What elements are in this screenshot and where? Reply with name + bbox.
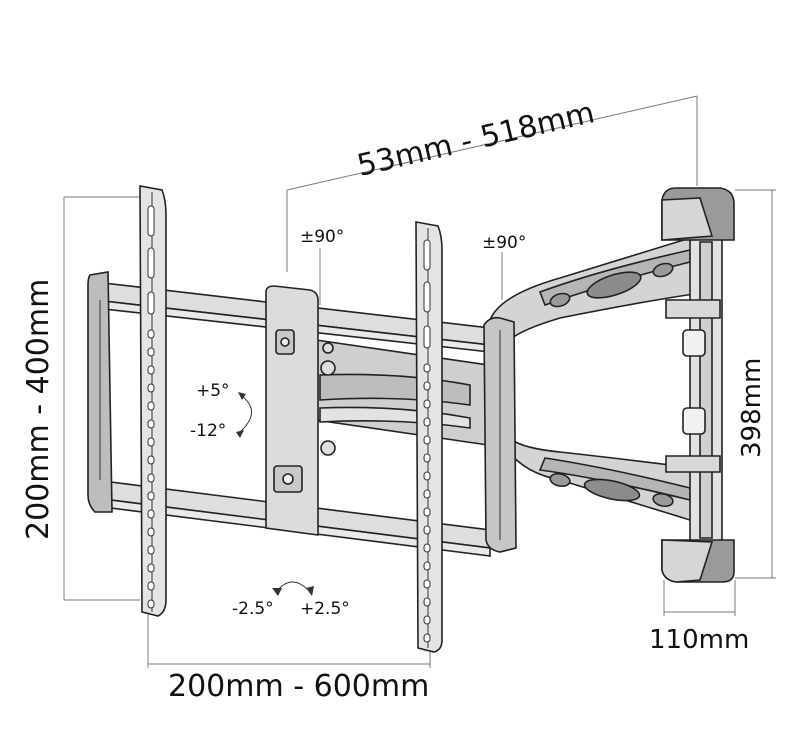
rail-hole [147, 455, 155, 465]
rail-hole [147, 527, 155, 537]
rail-hole [147, 329, 155, 339]
rail-slot [423, 239, 431, 271]
rail-hole [423, 615, 431, 625]
rail-hole [147, 599, 155, 609]
left-vesa-rail [139, 185, 167, 617]
rail-slot [147, 205, 155, 237]
tilt-plate [265, 285, 319, 536]
rotate-right-label: +2.5° [300, 599, 350, 619]
rail-hole [147, 437, 155, 447]
rail-hole [147, 473, 155, 483]
rail-hole [147, 563, 155, 573]
rail-hole [147, 401, 155, 411]
rotate-left-label: -2.5° [232, 599, 274, 619]
rail-hole [423, 543, 431, 553]
wall-plate [661, 187, 735, 583]
rail-hole [147, 383, 155, 393]
rail-hole [423, 633, 431, 643]
tilt-up-label: +5° [196, 381, 230, 401]
rail-hole [423, 381, 431, 391]
swivel-right-label: ±90° [482, 233, 526, 253]
tilt-down-label: -12° [190, 421, 226, 441]
rail-hole [147, 491, 155, 501]
swivel-left-label: ±90° [300, 227, 344, 247]
plate-width-dimension-label: 110mm [649, 625, 749, 655]
rail-hole [423, 399, 431, 409]
rail-slot [423, 281, 431, 313]
plate-height-dimension-label: 398mm [737, 358, 767, 458]
rail-slot [147, 247, 155, 279]
depth-dimension-label: 53mm - 518mm [354, 95, 598, 184]
rail-hole [423, 561, 431, 571]
rail-hole [147, 581, 155, 591]
vesa-width-dimension-label: 200mm - 600mm [168, 669, 429, 704]
rail-hole [423, 579, 431, 589]
rail-hole [423, 525, 431, 535]
rail-hole [423, 453, 431, 463]
rail-hole [147, 419, 155, 429]
center-hinge [315, 339, 489, 456]
rail-hole [423, 417, 431, 427]
rail-slot [147, 291, 155, 315]
tilt-arc [236, 392, 252, 438]
rail-hole [423, 507, 431, 517]
rail-hole [423, 363, 431, 373]
rail-slot [423, 325, 431, 349]
rail-hole [423, 435, 431, 445]
rail-hole [147, 347, 155, 357]
rail-hole [423, 471, 431, 481]
rail-hole [147, 545, 155, 555]
vesa-height-dimension-label: 200mm - 400mm [21, 279, 56, 540]
rail-hole [147, 509, 155, 519]
articulating-arm [483, 236, 709, 553]
rail-hole [423, 597, 431, 607]
rotation-arc [272, 581, 314, 596]
rail-hole [147, 365, 155, 375]
rail-hole [423, 489, 431, 499]
dimension-lines [63, 95, 776, 668]
